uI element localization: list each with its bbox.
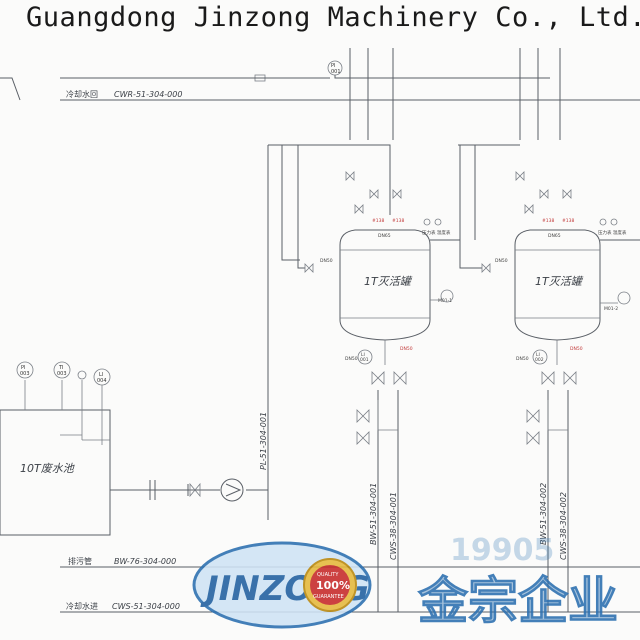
svg-text:#138: #138 — [372, 218, 384, 224]
tank-2-dn: DN50 — [516, 356, 529, 362]
svg-text:100%: 100% — [316, 579, 350, 592]
return-line-bend — [0, 77, 21, 101]
svg-text:DN65: DN65 — [548, 233, 561, 239]
watermark: JINZONG QUALITY 100% GUARANTEE 金宗企业 1990… — [192, 533, 619, 631]
tank-1-dn: DN50 — [345, 356, 358, 362]
company-header: Guangdong Jinzong Machinery Co., Ltd. — [0, 0, 640, 42]
gate-valve-icon — [189, 482, 201, 498]
tank-1-label: 1T灭活罐 — [364, 275, 413, 288]
svg-text:001: 001 — [331, 69, 341, 75]
svg-text:LI: LI — [536, 352, 540, 358]
watermark-chinese: 金宗企业 — [418, 572, 618, 630]
pump-icon — [220, 478, 244, 502]
svg-text:压力表 温度表: 压力表 温度表 — [422, 229, 451, 236]
svg-text:003: 003 — [20, 371, 30, 377]
svg-text:002: 002 — [535, 357, 544, 363]
watermark-phone: 19905 — [450, 533, 554, 568]
inactivation-tank-2: 1T灭活罐 M01-2 LI 002 DN50 DN50 压力表 温度表 #13… — [481, 171, 640, 445]
vertical-line-1-code: BW-51-304-001 — [369, 483, 378, 545]
svg-text:#138: #138 — [562, 218, 574, 224]
svg-text:GUARANTEE: GUARANTEE — [313, 594, 344, 600]
drain-code: BW-76-304-000 — [114, 557, 176, 566]
cooling-return-label: 冷却水回 — [66, 89, 98, 99]
tank-2-level-gauge-icon — [532, 349, 548, 365]
svg-text:LI: LI — [99, 372, 103, 378]
vertical-line-3-code: BW-51-304-002 — [539, 483, 548, 545]
cooling-supply-label: 冷却水进 — [66, 601, 98, 611]
svg-text:QUALITY: QUALITY — [317, 572, 339, 578]
tank-2-label: 1T灭活罐 — [535, 275, 584, 288]
tank-2-tag: M01-2 — [604, 306, 618, 312]
svg-text:TI: TI — [58, 365, 64, 371]
inactivation-tank-1: 1T灭活罐 M01-1 LI 001 DN50 DN50 压力表 温度表 #13… — [304, 171, 460, 445]
svg-text:DN65: DN65 — [378, 233, 391, 239]
svg-text:#138: #138 — [542, 218, 554, 224]
svg-text:DN50: DN50 — [570, 346, 583, 352]
tank-1-level-gauge-icon — [357, 349, 373, 365]
svg-text:#138: #138 — [392, 218, 404, 224]
svg-text:压力表 温度表: 压力表 温度表 — [598, 229, 627, 236]
waste-tank-pressure-gauge-icon — [16, 361, 34, 379]
vertical-line-4-code: CWS-38-304-002 — [559, 492, 568, 560]
pump-line-code: PL-51-304-001 — [259, 412, 268, 470]
svg-text:DN50: DN50 — [320, 258, 333, 264]
top-instrument-label: PI — [331, 63, 336, 69]
svg-text:004: 004 — [97, 378, 107, 384]
svg-text:DN50: DN50 — [495, 258, 508, 264]
drain-label: 排污管 — [68, 556, 92, 566]
cooling-supply-code: CWS-51-304-000 — [112, 602, 180, 611]
svg-text:001: 001 — [360, 357, 369, 363]
waste-tank-level-gauge-icon — [93, 368, 111, 386]
waste-water-tank — [0, 409, 111, 536]
svg-text:DN50: DN50 — [400, 346, 413, 352]
svg-text:PI: PI — [21, 365, 26, 371]
waste-tank-temperature-gauge-icon — [53, 361, 71, 379]
company-name: Guangdong Jinzong Machinery Co., Ltd. — [26, 2, 640, 33]
svg-text:003: 003 — [57, 371, 67, 377]
tank-1-tag: M01-1 — [438, 298, 452, 304]
svg-text:LI: LI — [361, 352, 365, 358]
vertical-line-2-code: CWS-38-304-001 — [389, 492, 398, 560]
waste-water-tank-label: 10T废水池 — [20, 462, 75, 475]
cooling-return-code: CWR-51-304-000 — [114, 90, 182, 99]
